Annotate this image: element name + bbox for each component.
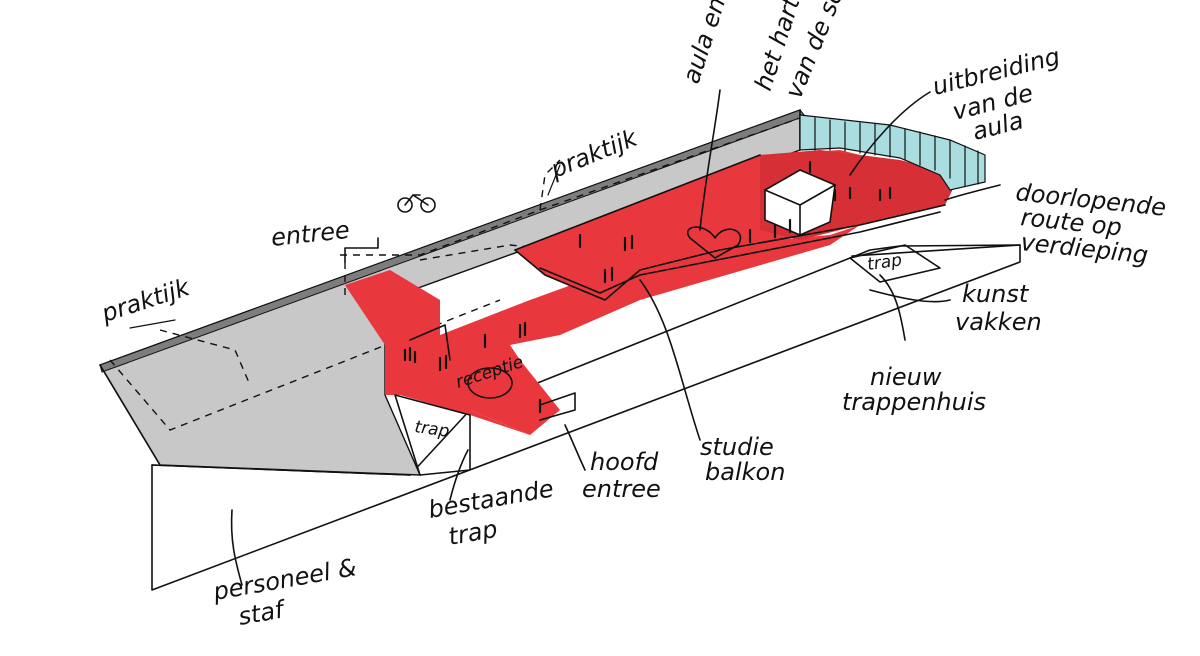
bicycle-icon (397, 194, 436, 213)
label-trappenhuis-1: nieuw (870, 363, 942, 391)
label-praktijk-left: praktijk (97, 273, 194, 328)
label-trap-left: trap (413, 417, 451, 442)
label-kunst-2: vakken (955, 308, 1042, 336)
label-trappenhuis-2: trappenhuis (842, 388, 986, 416)
red-lower-hall (385, 345, 530, 435)
red-entrance-corridor (345, 225, 860, 435)
label-studie-2: balkon (705, 458, 785, 486)
receptie-marker (467, 367, 513, 399)
label-aula-hart-1: aula en (677, 0, 731, 87)
aula-block (764, 169, 836, 236)
existing-wing-wall (98, 109, 806, 476)
glass-wall (799, 114, 986, 191)
people-figures-icon (403, 160, 892, 414)
label-personeel-1: personeel & (210, 553, 358, 606)
heart-icon (687, 226, 742, 259)
stairs (394, 244, 941, 476)
label-studie-1: studie (700, 433, 774, 461)
label-bestaande-2: trap (446, 515, 499, 551)
label-hoofd-1: hoofd (590, 448, 659, 476)
wall-grey-surface (98, 109, 801, 476)
label-kunst-1: kunst (962, 280, 1030, 308)
label-route-3: verdieping (1019, 228, 1149, 269)
glass-aula-extension (799, 114, 986, 191)
label-entree: entree (270, 216, 351, 252)
leader-lines (129, 89, 1001, 586)
label-trap-right: trap (866, 250, 904, 275)
label-hoofd-2: entree (582, 475, 661, 503)
